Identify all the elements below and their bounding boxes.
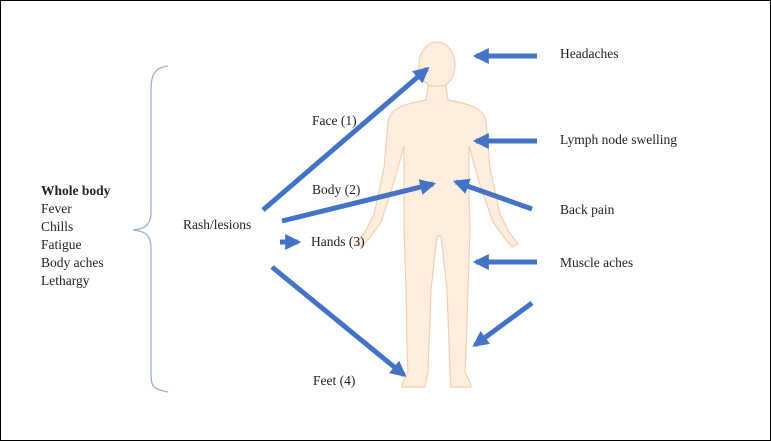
arrow-rash-to-feet <box>272 267 404 375</box>
body-head <box>419 42 455 88</box>
label-headaches: Headaches <box>560 45 618 63</box>
rash-site-feet: Feet (4) <box>313 372 355 390</box>
label-lymph-node-swelling: Lymph node swelling <box>560 131 677 149</box>
symptom-lethargy: Lethargy <box>41 272 110 290</box>
label-back-pain: Back pain <box>560 201 614 219</box>
rash-site-face: Face (1) <box>312 112 357 130</box>
rash-site-body: Body (2) <box>312 181 360 199</box>
rash-lesions-label: Rash/lesions <box>183 216 251 234</box>
symptom-chills: Chills <box>41 218 110 236</box>
human-body-figure <box>356 42 518 387</box>
rash-site-hands: Hands (3) <box>311 233 365 251</box>
arrow-lower-leg <box>475 303 532 345</box>
whole-body-title: Whole body <box>41 182 110 200</box>
body-torso-limbs <box>356 86 518 387</box>
whole-body-brace <box>133 66 168 392</box>
symptom-fatigue: Fatigue <box>41 236 110 254</box>
symptom-fever: Fever <box>41 200 110 218</box>
symptom-body-aches: Body aches <box>41 254 110 272</box>
whole-body-list: Whole body Fever Chills Fatigue Body ach… <box>41 182 110 290</box>
label-muscle-aches: Muscle aches <box>560 254 633 272</box>
